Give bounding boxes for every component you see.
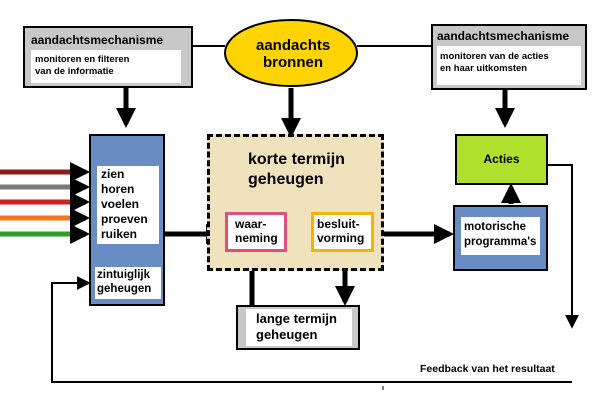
- feedback-label: Feedback van het resultaat: [420, 363, 555, 375]
- feedback-line-return: [51, 276, 572, 383]
- motor-programs-box: motorische programma's: [453, 205, 548, 271]
- motor-line1: motorische: [464, 221, 526, 233]
- attention-right-desc-panel: monitoren van de acties en haar uitkomst…: [437, 46, 581, 85]
- attention-left-desc-1: monitoren en filteren: [35, 54, 130, 65]
- decision-making-box: besluit- vorming: [311, 212, 374, 252]
- long-term-memory-box: lange termijn geheugen: [236, 305, 360, 350]
- ltm-line1: lange termijn: [256, 311, 337, 326]
- attention-sources-ellipse: [224, 19, 358, 87]
- actions-box: Acties: [455, 134, 548, 185]
- actions-label: Acties: [483, 152, 520, 166]
- sensory-memory-line1: zintuiglijk: [97, 269, 151, 281]
- attention-sources-label: aandachts bronnen: [256, 37, 330, 72]
- perception-line2: neming: [235, 231, 278, 245]
- stm-line2: geheugen: [248, 171, 324, 188]
- sense-see: zien: [101, 167, 125, 181]
- attention-mechanism-left: aandachtsmechanisme monitoren en filtere…: [23, 26, 193, 88]
- sensory-memory-panel: zintuiglijk geheugen: [95, 267, 161, 299]
- decision-line2: vorming: [317, 231, 365, 245]
- sense-hear: horen: [101, 182, 135, 196]
- motor-programs-panel: motorische programma's: [461, 217, 540, 255]
- attention-left-desc-2: van de informatie: [35, 66, 114, 77]
- sense-feel: voelen: [101, 197, 140, 211]
- ltm-panel: lange termijn geheugen: [246, 309, 352, 346]
- sense-taste: proeven: [101, 212, 148, 226]
- sensory-input-lines: [0, 162, 90, 244]
- senses-list-panel: zien horen voelen proeven ruiken: [97, 166, 159, 244]
- perception-box: waar- neming: [225, 212, 287, 252]
- attention-right-desc-2: en haar uitkomsten: [440, 63, 528, 74]
- attention-mechanism-right: aandachtsmechanisme monitoren van de act…: [431, 24, 587, 90]
- perception-line1: waar-: [235, 217, 267, 231]
- decision-line1: besluit-: [317, 217, 360, 231]
- attention-left-desc-panel: monitoren en filteren van de informatie: [31, 50, 181, 83]
- attention-left-title: aandachtsmechanisme: [31, 33, 164, 47]
- attention-sources-line2: bronnen: [263, 54, 323, 72]
- motor-line2: programma's: [464, 236, 537, 248]
- senses-box: zien horen voelen proeven ruiken zintuig…: [89, 134, 165, 306]
- attention-sources-line1: aandachts: [256, 37, 331, 54]
- stm-line1: korte termijn: [248, 151, 345, 168]
- sensory-memory-line2: geheugen: [97, 283, 152, 295]
- sense-smell: ruiken: [101, 227, 138, 241]
- ltm-line2: geheugen: [256, 327, 318, 342]
- attention-right-title: aandachtsmechanisme: [437, 29, 570, 43]
- feedback-line-down: [548, 164, 579, 329]
- attention-right-desc-1: monitoren van de acties: [440, 51, 549, 62]
